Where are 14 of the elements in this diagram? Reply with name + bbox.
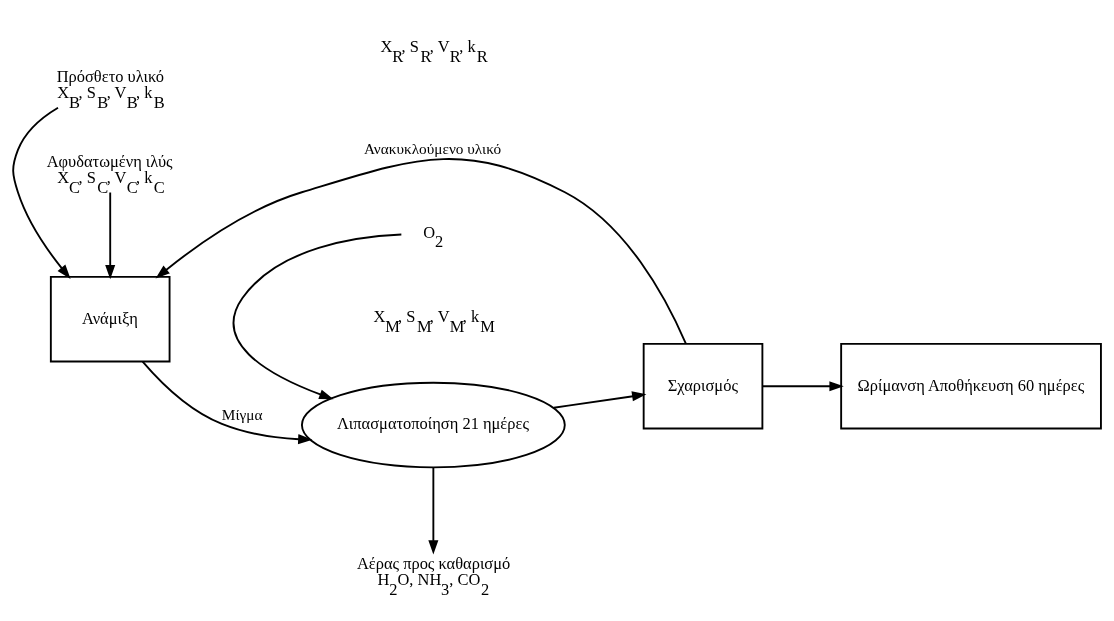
node-box: Ωρίμανση Αποθήκευση 60 ημέρες: [840, 342, 1102, 429]
arrow: [12, 106, 71, 279]
arrow: [552, 390, 647, 409]
arrow: [155, 157, 687, 345]
arrow: [761, 380, 844, 391]
node-box: Ανάμιξη: [49, 275, 171, 362]
arrow: [105, 191, 116, 279]
arrow: [141, 360, 313, 444]
edge-label: Μίγμα: [221, 405, 263, 423]
arrow: [428, 466, 439, 555]
node-ellipse: Λιπασματοποίηση 21 ημέρες: [301, 381, 566, 468]
edge-label: Ανακυκλούμενο υλικό: [364, 139, 502, 157]
arrow: [232, 233, 403, 399]
node-box: Σχαρισμός: [642, 342, 764, 429]
